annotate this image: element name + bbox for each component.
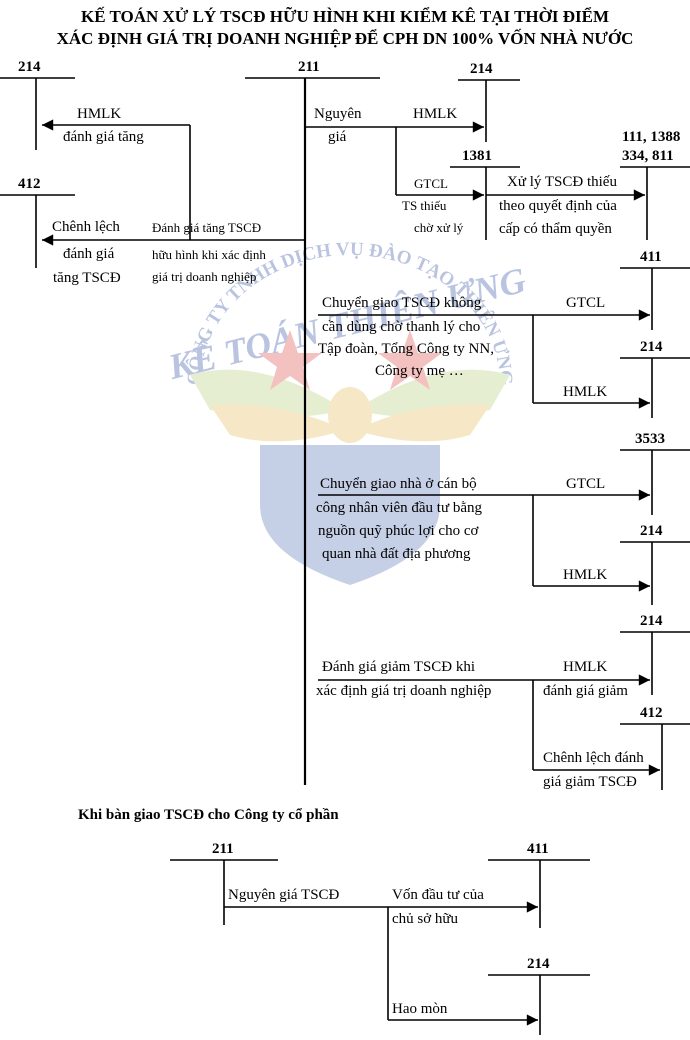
label-chu-so-huu: chủ sở hữu (392, 911, 459, 927)
account-214-4: 214 (640, 613, 663, 629)
account-214-top-right: 214 (470, 61, 493, 77)
account-214-3: 214 (640, 523, 663, 539)
label-gtcl-1: GTCL (414, 176, 448, 191)
label-xu-ly-1: Xử lý TSCĐ thiếu (507, 174, 617, 190)
label-gtcl-3: GTCL (566, 476, 606, 492)
label-cho-xu-ly: chờ xử lý (414, 220, 464, 235)
label-nha-1: Chuyển giao nhà ở cán bộ (320, 476, 477, 492)
label-huu-hinh: hữu hình khi xác định (152, 247, 266, 262)
watermark-left-wing-lower-shape (210, 404, 345, 442)
label-ts-thieu: TS thiếu (402, 198, 447, 213)
page-title-line-2: XÁC ĐỊNH GIÁ TRỊ DOANH NGHIỆP ĐỂ CPH DN … (56, 29, 634, 48)
label-chuyen-giao-2: cần dùng chờ thanh lý cho (322, 319, 481, 335)
account-412-left: 412 (18, 176, 41, 192)
label-xu-ly-3: cấp có thẩm quyền (499, 221, 612, 237)
label-hmlk-4: HMLK (563, 567, 608, 583)
label-nguyen-gia-tscd: Nguyên giá TSCĐ (228, 887, 340, 903)
label-hao-mon: Hao mòn (392, 1001, 448, 1017)
label-gia: giá (328, 129, 347, 145)
label-hmlk-3: HMLK (563, 384, 608, 400)
label-danh-gia-giam-hmlk: đánh giá giảm (543, 683, 628, 699)
label-hmlk-5: HMLK (563, 659, 608, 675)
account-214-s2: 214 (527, 956, 550, 972)
account-214-2: 214 (640, 339, 663, 355)
label-gtcl-2: GTCL (566, 295, 606, 311)
label-hmlk-top: HMLK (413, 106, 458, 122)
label-nha-4: quan nhà đất địa phương (322, 546, 471, 562)
watermark-left-wing-shape (190, 369, 345, 418)
watermark-star-right-icon (378, 330, 442, 390)
label-danh-gia-tang-tscd: Đánh giá tăng TSCĐ (152, 220, 262, 235)
section-2-heading: Khi bàn giao TSCĐ cho Công ty cổ phần (78, 807, 339, 823)
account-1381: 1381 (462, 148, 492, 164)
account-214-left: 214 (18, 59, 41, 75)
label-xu-ly-2: theo quyết định của (499, 198, 617, 214)
account-111-1388: 111, 1388 (622, 129, 681, 145)
label-gia-tri-dn: giá trị doanh nghiệp (152, 269, 257, 284)
label-tang-tscd: tăng TSCĐ (53, 270, 121, 286)
watermark-eagle-icon (328, 387, 372, 443)
label-nguyen: Nguyên (314, 106, 362, 122)
watermark-right-wing-shape (355, 369, 510, 418)
account-334-811: 334, 811 (622, 148, 674, 164)
label-chenh-lech: Chênh lệch (52, 219, 120, 235)
watermark-right-wing-lower-shape (355, 404, 490, 442)
account-211-s2: 211 (212, 841, 234, 857)
account-411-s2: 411 (527, 841, 549, 857)
label-danh-gia-giam-1: Đánh giá giảm TSCĐ khi (322, 659, 476, 675)
label-chuyen-giao-1: Chuyển giao TSCĐ không (322, 295, 482, 311)
page-title-line-1: KẾ TOÁN XỬ LÝ TSCĐ HỮU HÌNH KHI KIỂM KÊ … (80, 7, 610, 26)
label-danh-gia: đánh giá (63, 246, 115, 262)
label-hmlk-left: HMLK (77, 106, 122, 122)
account-211: 211 (298, 59, 320, 75)
watermark-star-left-icon (258, 330, 322, 390)
label-gia-giam-tscd: giá giảm TSCĐ (543, 774, 637, 790)
label-chuyen-giao-4: Công ty mẹ … (375, 363, 464, 379)
account-412-right: 412 (640, 705, 663, 721)
label-chuyen-giao-3: Tập đoàn, Tổng Công ty NN, (318, 341, 494, 357)
account-3533: 3533 (635, 431, 665, 447)
label-chenh-lech-danh: Chênh lệch đánh (543, 750, 644, 766)
label-nha-3: nguồn quỹ phúc lợi cho cơ (318, 523, 479, 539)
label-von-dau-tu: Vốn đầu tư của (392, 887, 484, 903)
label-nha-2: công nhân viên đầu tư bằng (316, 500, 483, 516)
label-danh-gia-tang: đánh giá tăng (63, 129, 144, 145)
account-411: 411 (640, 249, 662, 265)
label-danh-gia-giam-2: xác định giá trị doanh nghiệp (316, 683, 492, 699)
